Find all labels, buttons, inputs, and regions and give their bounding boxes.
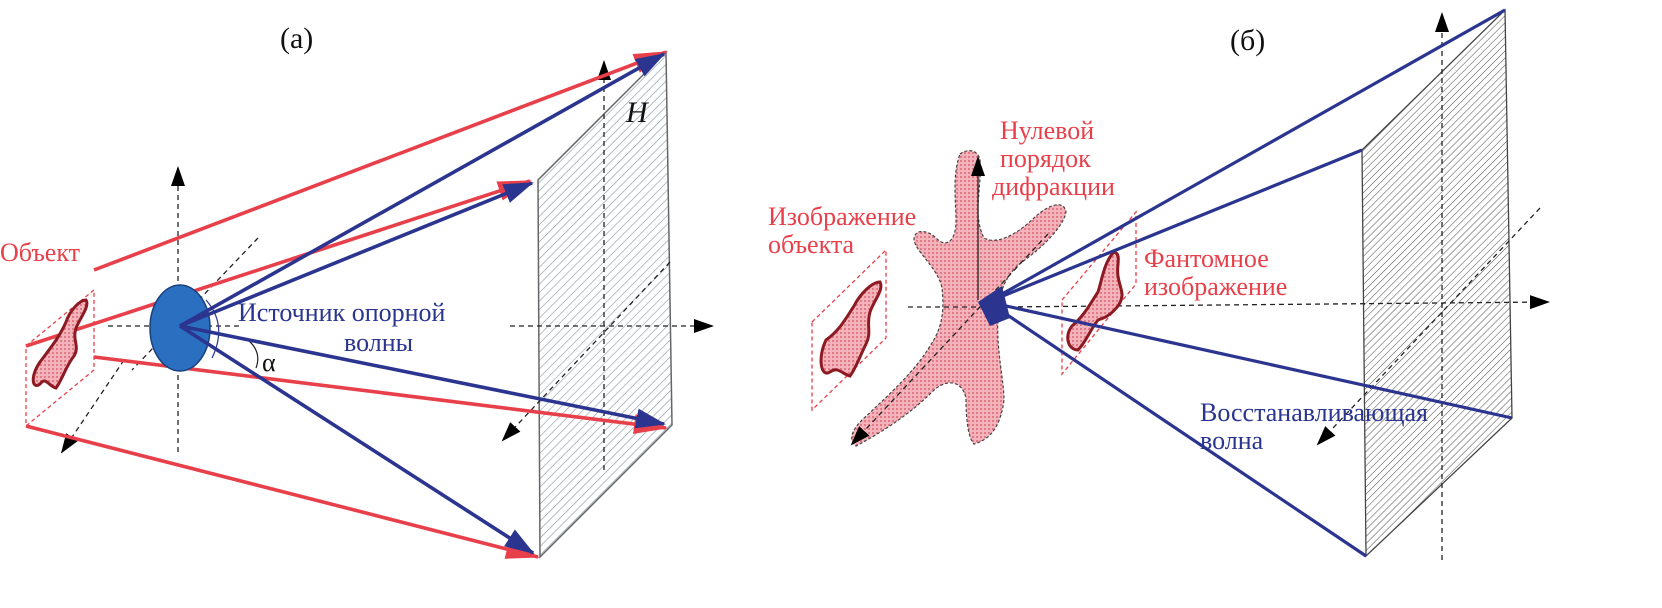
object-image-line1: Изображение: [768, 202, 917, 231]
hologram-label: H: [626, 96, 648, 129]
source-arc: [205, 299, 220, 359]
source-label-line2: волны: [344, 328, 414, 357]
object-image-line2: объекта: [768, 230, 855, 259]
phantom-line1: Фантомное: [1144, 244, 1269, 273]
zero-order-line2: порядок: [1000, 144, 1091, 173]
hologram-plate-b: [1361, 8, 1513, 558]
panel-b: [811, 8, 1550, 560]
source-diamond: [978, 286, 1010, 326]
angle-arc: [247, 339, 259, 369]
zero-order-shape: [851, 150, 1067, 447]
phantom-shape: [1066, 250, 1124, 352]
source-label-line1: Источник опорной: [238, 298, 446, 327]
angle-label: α: [262, 348, 276, 377]
object-image-frame: [811, 248, 887, 412]
reference-waves: [179, 52, 666, 555]
object-frame: [25, 288, 95, 428]
caption-b: (б): [1230, 24, 1266, 57]
reconstructing-line2: волна: [1200, 426, 1264, 455]
object-shape: [31, 298, 89, 390]
phantom-line2: изображение: [1144, 272, 1288, 301]
caption-a: (а): [280, 22, 314, 55]
plate-axes: [501, 60, 714, 470]
hologram-plate: [537, 50, 673, 559]
object-image-shape: [819, 280, 883, 378]
reconstructing-waves: [987, 8, 1513, 558]
zero-order-line1: Нулевой: [1000, 116, 1095, 145]
object-label: Объект: [0, 238, 80, 267]
reconstructing-line1: Восстанавливающая: [1200, 398, 1428, 427]
zero-order-line3: дифракции: [992, 172, 1115, 201]
panel-a: [25, 50, 714, 559]
